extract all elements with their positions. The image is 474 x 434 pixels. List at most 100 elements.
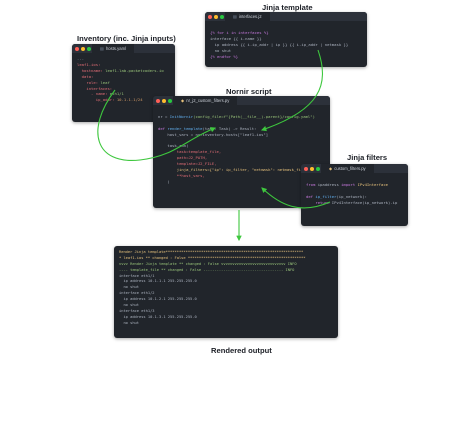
tab-filename: hosts.yaml — [105, 46, 126, 51]
code-token: ip_addr: — [77, 97, 117, 103]
code-line: - name: eth1/1 — [77, 91, 170, 97]
code-line: interface eth1/3 — [119, 309, 333, 315]
code-line: ip_addr: 10.1.1.1/24 — [77, 97, 170, 103]
code-line: no shut — [210, 48, 362, 54]
code-line: **host_vars, — [158, 173, 325, 179]
code-token: from — [306, 181, 318, 187]
code-line: jinja_filters={"ip": ip_filter, "netmask… — [158, 167, 325, 173]
code-token: interface eth1/2 — [119, 291, 155, 296]
code-line: def render_template(task: Task) -> Resul… — [158, 126, 325, 132]
code-token: data: — [77, 73, 94, 79]
code-token: return — [306, 199, 332, 205]
code-token: host_vars = nr.inventory.hosts["leaf1-io… — [158, 131, 269, 137]
window-titlebar: ◆nr_j2_custom_filters.py — [153, 96, 330, 105]
editor-tab[interactable]: ◆custom_filters.py — [321, 164, 374, 173]
code-token: template=J2_FILE, — [158, 161, 217, 167]
code-block: {% for i in interfaces %}interface {{ i.… — [205, 21, 367, 62]
minimize-dot[interactable] — [214, 14, 218, 19]
nornir-script-label: Nornir script — [226, 87, 272, 96]
code-token: Render Jinja template*******************… — [119, 250, 304, 254]
code-token: leaf1-ios: — [77, 61, 101, 67]
output-window: Render Jinja template*******************… — [114, 246, 338, 338]
jinja-filters-label: Jinja filters — [347, 153, 388, 162]
code-line: ip address 10.1.3.1 255.255.255.0 — [119, 315, 333, 321]
code-token: vvvv Render Jinja template ** changed : … — [119, 261, 297, 266]
code-token: ip address 10.1.3.1 255.255.255.0 — [119, 314, 197, 319]
jinja-template-label: Jinja template — [262, 3, 313, 12]
code-token: nr = — [158, 113, 170, 119]
window-titlebar: ◆custom_filters.py — [301, 164, 408, 173]
template-window: ▤interfaces.j2 {% for i in interfaces %}… — [205, 12, 367, 67]
code-token: IPv4Interface(ip_network).ip — [331, 199, 398, 205]
code-token: ---- template_file ** changed : False --… — [119, 267, 295, 272]
code-block: ---leaf1-ios: hostname: leaf1.lab.packet… — [72, 53, 175, 112]
code-token: {% endfor %} — [210, 53, 239, 59]
code-token: leaf — [100, 79, 110, 85]
code-token: import — [341, 181, 358, 187]
window-titlebar: ▤hosts.yaml — [72, 44, 175, 53]
code-token: no shut — [119, 303, 139, 308]
code-line: host_vars = nr.inventory.hosts["leaf1-io… — [158, 132, 325, 138]
python-icon: ◆ — [181, 98, 185, 103]
code-token: def — [158, 125, 168, 131]
code-token: 10.1.1.1/24 — [116, 97, 143, 103]
code-token: task.run( — [158, 143, 189, 149]
rendered-output-label: Rendered output — [211, 346, 272, 355]
code-line: hostname: leaf1.lab.packetcoders.io — [77, 68, 170, 74]
code-line: * leaf1-ios ** changed : False *********… — [119, 256, 333, 262]
filters-to-script-arrow — [261, 187, 331, 209]
code-line: no shut — [119, 285, 333, 291]
code-token: InitNornir — [169, 113, 194, 119]
minimize-dot[interactable] — [162, 98, 166, 103]
editor-tab[interactable]: ▤interfaces.j2 — [225, 12, 270, 21]
code-token: interfaces: — [77, 85, 113, 91]
code-token: no shut — [210, 47, 232, 53]
code-token: interface eth1/3 — [119, 308, 155, 313]
close-dot[interactable] — [208, 14, 212, 19]
code-line: Render Jinja template*******************… — [119, 250, 333, 256]
code-token: interface {{ i.name }} — [210, 35, 262, 41]
code-line: nr = InitNornir(config_file=f"{Path(__fi… — [158, 114, 325, 120]
code-line: {% endfor %} — [210, 54, 362, 60]
code-token: task=template_file, — [158, 149, 222, 155]
code-block: from ipaddress import IPv4Interface def i… — [301, 173, 408, 209]
file-icon: ▤ — [100, 46, 104, 51]
close-dot[interactable] — [156, 98, 160, 103]
code-token: (ip_network): — [336, 193, 367, 199]
code-token: ip address 10.1.2.1 255.255.255.0 — [119, 297, 197, 302]
code-line: path=J2_PATH, — [158, 155, 325, 161]
maximize-dot[interactable] — [168, 98, 172, 103]
minimize-dot[interactable] — [310, 166, 314, 171]
window-titlebar: ▤interfaces.j2 — [205, 12, 367, 21]
code-token: def — [306, 193, 316, 199]
maximize-dot[interactable] — [220, 14, 224, 19]
code-token: hostname: — [77, 67, 106, 73]
code-line: from ipaddress import IPv4Interface — [306, 182, 403, 188]
code-line: ) — [158, 179, 325, 185]
close-dot[interactable] — [304, 166, 308, 171]
template-to-script-arrow — [260, 49, 324, 132]
code-line: {% for i in interfaces %} — [210, 30, 362, 36]
code-token: ip address 10.1.1.1 255.255.255.0 — [119, 279, 197, 284]
file-icon: ▤ — [233, 14, 237, 19]
code-line: no shut — [119, 303, 333, 309]
editor-tab[interactable]: ▤hosts.yaml — [92, 44, 134, 53]
maximize-dot[interactable] — [316, 166, 320, 171]
code-line: ip address 10.1.2.1 255.255.255.0 — [119, 297, 333, 303]
code-token: (config_file=f"{Path(__file__).parent}/c… — [193, 113, 315, 119]
code-token: interface eth1/1 — [119, 273, 155, 278]
code-block: nr = InitNornir(config_file=f"{Path(__fi… — [153, 105, 330, 188]
code-block: Render Jinja template*******************… — [114, 246, 338, 335]
filters-window: ◆custom_filters.py from ipaddress import… — [301, 164, 408, 226]
minimize-dot[interactable] — [81, 46, 85, 51]
code-token: ) — [158, 178, 170, 184]
inventory-to-script-arrow — [97, 89, 217, 161]
code-line: ---- template_file ** changed : False --… — [119, 268, 333, 274]
close-dot[interactable] — [75, 46, 79, 51]
editor-tab[interactable]: ◆nr_j2_custom_filters.py — [173, 96, 238, 105]
code-line: ip address 10.1.1.1 255.255.255.0 — [119, 279, 333, 285]
inventory-label: Inventory (inc. Jinja inputs) — [77, 34, 176, 43]
code-line: return IPv4Interface(ip_network).ip — [306, 200, 403, 206]
code-token: {% for i in interfaces %} — [210, 29, 269, 35]
maximize-dot[interactable] — [87, 46, 91, 51]
